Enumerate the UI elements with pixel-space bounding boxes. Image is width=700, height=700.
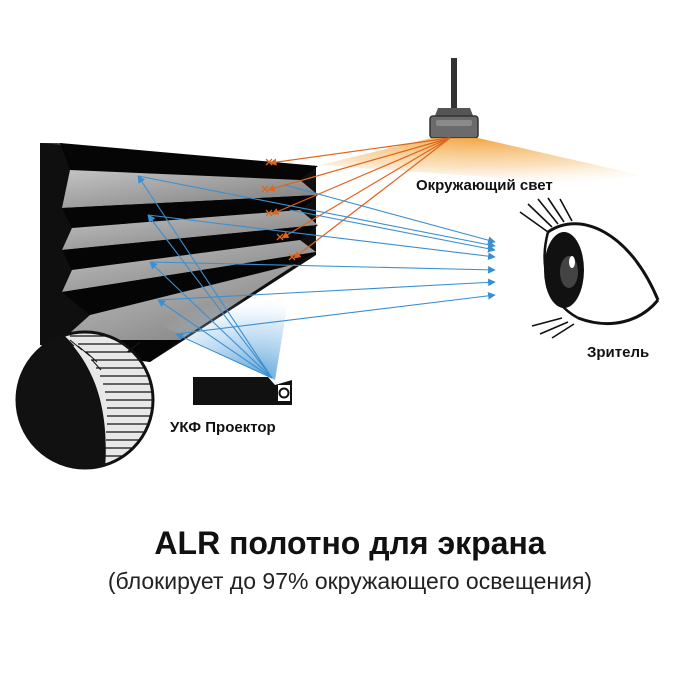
- projector-label: УКФ Проектор: [170, 419, 276, 436]
- ambient-rays: [267, 137, 451, 259]
- eye-icon: [519, 197, 660, 339]
- viewer-label: Зритель: [587, 344, 650, 361]
- reflected-rays: [137, 175, 496, 335]
- ambient-light-label: Окружающий свет: [416, 177, 553, 194]
- caption-subtitle: (блокирует до 97% окружающего освещения): [107, 568, 593, 594]
- lamp-icon: [429, 58, 479, 139]
- projector-beam: [150, 290, 290, 380]
- ambient-light-cone: [320, 138, 640, 185]
- projector-rays: [137, 175, 273, 379]
- blocked-marks: [261, 158, 296, 261]
- projector-icon: [193, 377, 292, 405]
- caption-title: ALR полотно для экрана: [154, 525, 546, 561]
- screen-ridges: [60, 143, 318, 362]
